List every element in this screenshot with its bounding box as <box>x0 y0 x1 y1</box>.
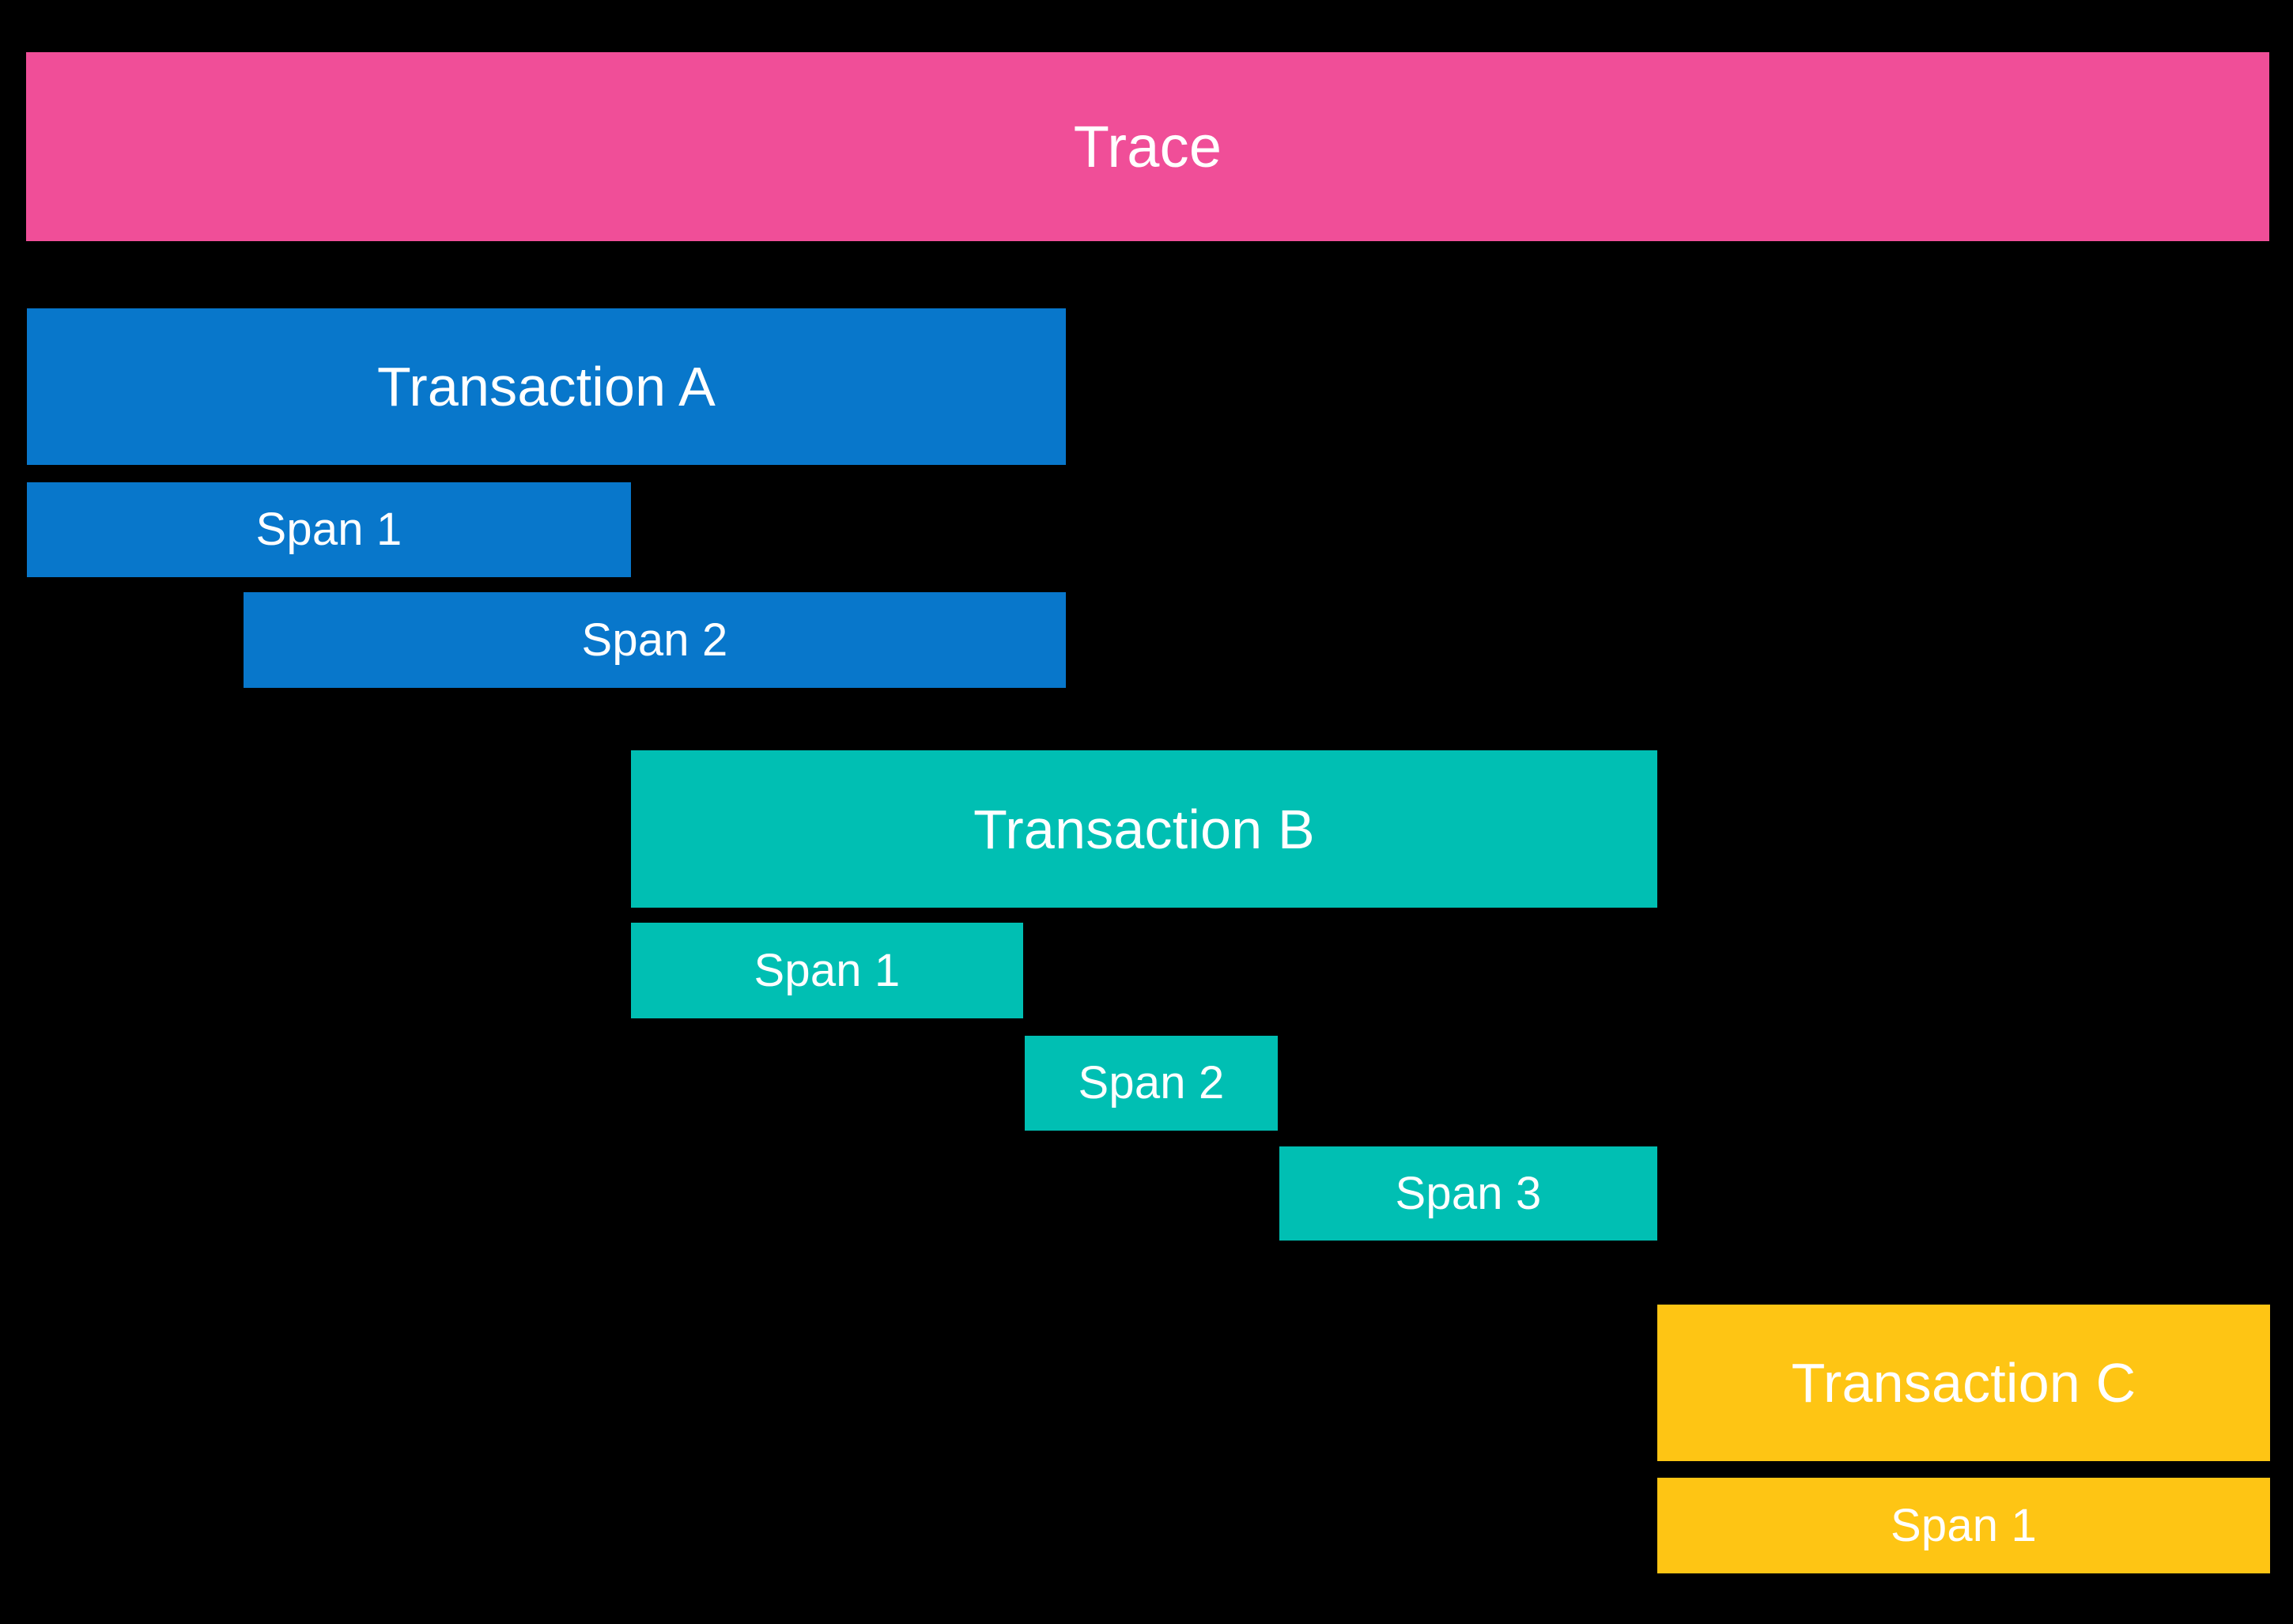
bar-label-trace: Trace <box>1073 113 1222 179</box>
bar-transaction-a-span-1[interactable]: Span 1 <box>27 482 631 577</box>
bar-transaction-c[interactable]: Transaction C <box>1657 1305 2270 1461</box>
bar-label-transaction-b: Transaction B <box>973 798 1315 860</box>
bar-trace[interactable]: Trace <box>26 52 2269 241</box>
bar-transaction-b-span-1[interactable]: Span 1 <box>631 923 1023 1018</box>
bar-transaction-a-span-2[interactable]: Span 2 <box>244 592 1066 688</box>
bar-label-transaction-c: Transaction C <box>1791 1352 2136 1414</box>
bar-transaction-a[interactable]: Transaction A <box>27 308 1066 465</box>
bar-transaction-b[interactable]: Transaction B <box>631 750 1657 908</box>
bar-transaction-b-span-2[interactable]: Span 2 <box>1025 1036 1278 1131</box>
bar-label-transaction-b-span-1: Span 1 <box>754 944 901 996</box>
bar-label-transaction-c-span-1: Span 1 <box>1890 1499 2038 1551</box>
bar-transaction-c-span-1[interactable]: Span 1 <box>1657 1478 2270 1573</box>
bar-label-transaction-a: Transaction A <box>376 356 716 417</box>
bar-label-transaction-a-span-2: Span 2 <box>581 614 728 666</box>
bar-label-transaction-b-span-2: Span 2 <box>1078 1057 1225 1108</box>
bar-label-transaction-a-span-1: Span 1 <box>255 504 402 555</box>
bar-transaction-b-span-3[interactable]: Span 3 <box>1279 1146 1657 1241</box>
bar-label-transaction-b-span-3: Span 3 <box>1395 1167 1542 1219</box>
